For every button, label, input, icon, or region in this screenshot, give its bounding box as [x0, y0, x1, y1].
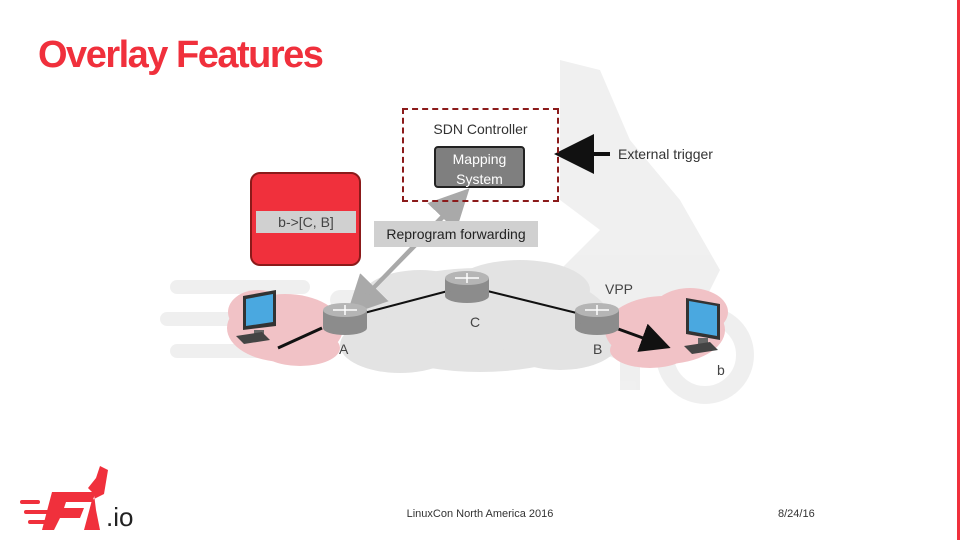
footer-event: LinuxCon North America 2016: [406, 508, 554, 520]
page-title: Overlay Features: [38, 34, 324, 76]
mapping-system-box: Mapping System: [434, 146, 525, 188]
mapping-entry: b->[C, B]: [256, 211, 356, 233]
footer-date: 8/24/16: [778, 508, 815, 520]
link-a-host: [277, 326, 323, 350]
router-icon: [445, 271, 489, 303]
node-b-label: B: [593, 341, 603, 357]
arrow-icon: [609, 323, 671, 352]
accent-bar: [957, 0, 960, 540]
node-c-label: C: [470, 314, 481, 330]
logo-text: .io: [106, 502, 134, 532]
vpp-label: VPP: [605, 281, 634, 297]
router-icon: [575, 303, 619, 335]
computer-icon: [236, 290, 276, 344]
host-b-label: b: [717, 362, 725, 378]
sdn-controller-box: [402, 108, 559, 202]
router-icon: [323, 303, 367, 335]
arrow-icon: [350, 188, 470, 312]
node-a-label: A: [339, 341, 349, 357]
fdio-logo-icon: [20, 466, 108, 530]
computer-icon: [684, 298, 720, 354]
reprogram-forwarding-label: Reprogram forwarding: [374, 221, 538, 247]
sdn-controller-label: SDN Controller: [433, 121, 528, 137]
external-trigger-label: External trigger: [618, 146, 713, 162]
